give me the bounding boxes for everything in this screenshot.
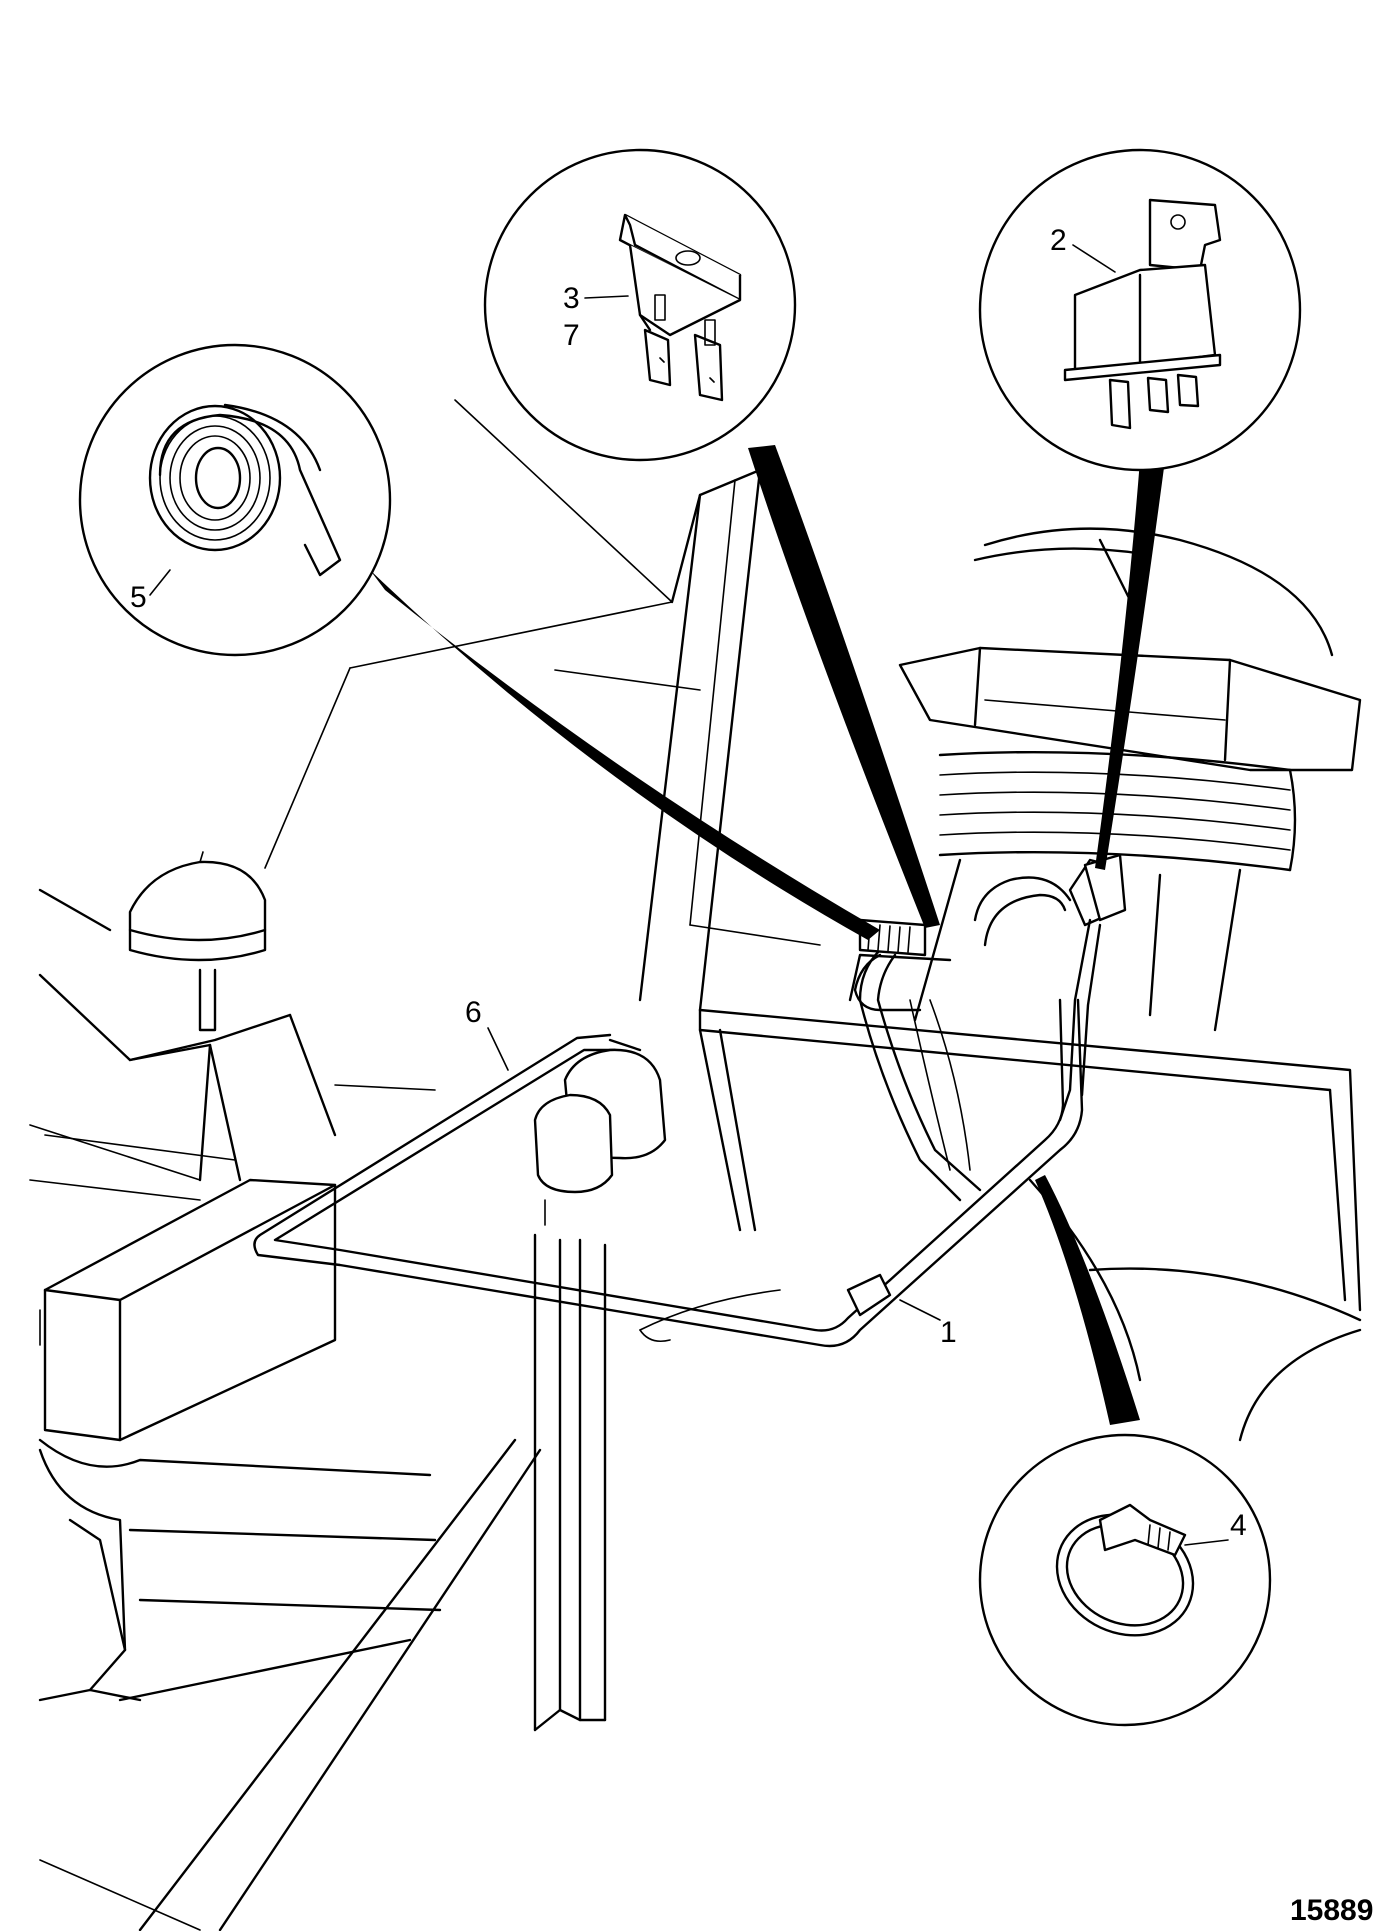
callout-label-2: 2 [1050, 224, 1067, 257]
callout-label-1: 1 [940, 1316, 957, 1349]
cable-clip-icon [1055, 1503, 1195, 1637]
detail-circle-tape: 5 [78, 343, 392, 657]
tape-roll-icon [148, 403, 342, 577]
leader-tape [370, 570, 880, 940]
leader-relay [1095, 460, 1165, 870]
callout-label-5: 5 [130, 581, 147, 614]
callout-label-6: 6 [465, 996, 482, 1029]
leader-clip [1035, 1175, 1140, 1425]
callout-label-3: 3 [563, 282, 580, 315]
callout-leaders [370, 445, 1165, 1425]
relay-icon [1063, 198, 1222, 430]
detail-circle-relay: 2 [978, 148, 1302, 472]
harness-labels: 6 1 [465, 996, 957, 1349]
callout-label-7: 7 [563, 319, 580, 352]
detail-circle-clip: 4 [978, 1433, 1272, 1727]
callout-label-4: 4 [1230, 1509, 1247, 1542]
detail-circle-fuse: 3 7 [483, 148, 797, 462]
figure-number: 15889 [1290, 1894, 1373, 1927]
leader-fuse [748, 445, 940, 928]
blade-fuse-icon [618, 213, 742, 402]
wiring-harness [253, 853, 1127, 1348]
